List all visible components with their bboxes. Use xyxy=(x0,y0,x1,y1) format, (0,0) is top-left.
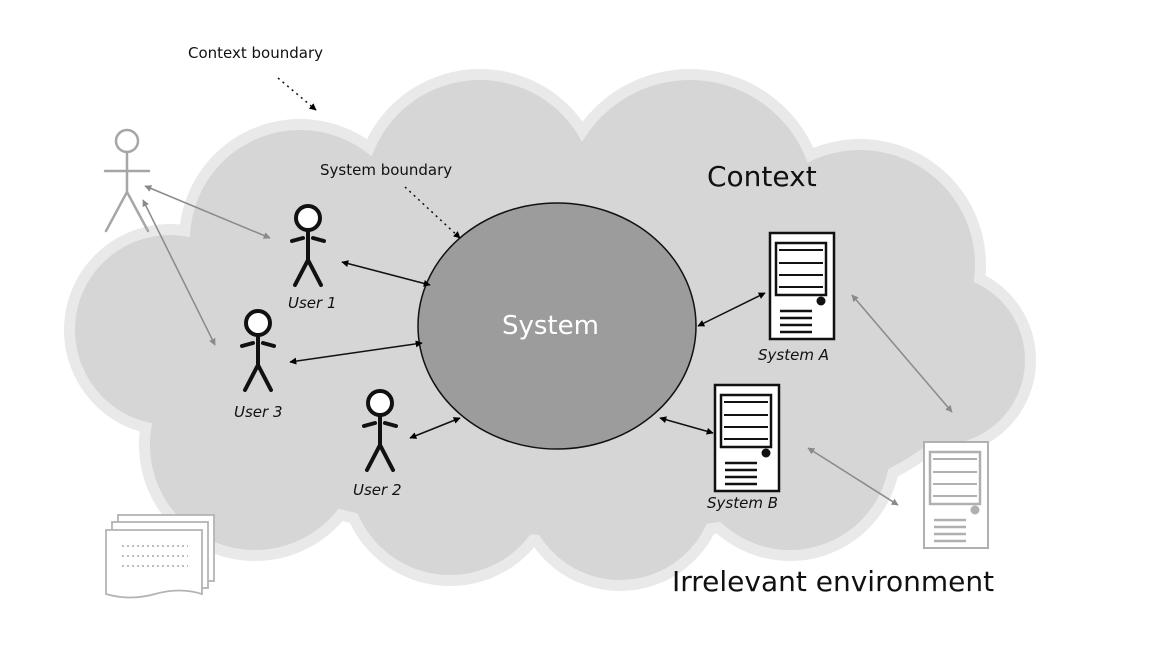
system-b-server-icon xyxy=(713,383,781,493)
connector-system-b-env xyxy=(807,447,899,506)
environment-server-icon xyxy=(922,440,990,550)
external-actor-stick-figure-icon xyxy=(103,128,151,233)
system-boundary-label: System boundary xyxy=(320,161,453,179)
user-2-label: User 2 xyxy=(353,481,402,499)
connector-system-b xyxy=(659,416,714,435)
system-a-label: System A xyxy=(758,346,829,364)
irrelevant-environment-label: Irrelevant environment xyxy=(672,565,995,598)
connector-system-a-env xyxy=(851,294,953,413)
context-label: Context xyxy=(707,160,817,193)
system-a-server-icon xyxy=(768,231,836,341)
system-circle xyxy=(417,202,697,450)
system-label: System xyxy=(502,311,599,341)
context-boundary-pointer xyxy=(277,77,317,111)
document-stack-icon xyxy=(105,514,215,599)
connector-user1-system xyxy=(341,260,431,287)
context-boundary-label: Context boundary xyxy=(188,44,323,62)
connector-user3-system xyxy=(289,340,423,365)
connector-system-a xyxy=(697,292,766,327)
connector-env-actor-user3 xyxy=(142,199,216,346)
user-3-label: User 3 xyxy=(234,403,283,421)
connector-user2-system xyxy=(409,417,461,439)
system-b-label: System B xyxy=(707,494,778,512)
system-boundary-pointer xyxy=(404,186,461,239)
user-1-label: User 1 xyxy=(288,294,337,312)
